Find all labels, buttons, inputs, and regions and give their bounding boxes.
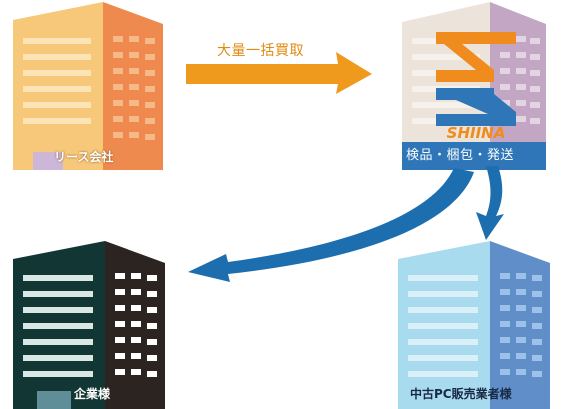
shiina-to-enterprise-arrow	[188, 168, 474, 282]
lease-company-label: リース会社	[54, 150, 114, 164]
shiina-label: 検品・梱包・発送	[406, 148, 515, 163]
shiina-to-used-pc-arrow	[476, 166, 504, 240]
used-pc-dealer-label: 中古PC販売業者様	[410, 387, 512, 401]
used-pc-dealer-building	[398, 241, 558, 409]
logo-text: SHIINA	[447, 124, 506, 140]
bulk-purchase-label: 大量一括買取	[217, 43, 304, 59]
shiina-logo: SHIINA	[432, 30, 520, 144]
lease-company-building	[13, 2, 173, 170]
enterprise-label: 企業様	[74, 387, 111, 401]
bulk-purchase-arrow	[186, 52, 372, 94]
enterprise-building	[13, 241, 173, 409]
